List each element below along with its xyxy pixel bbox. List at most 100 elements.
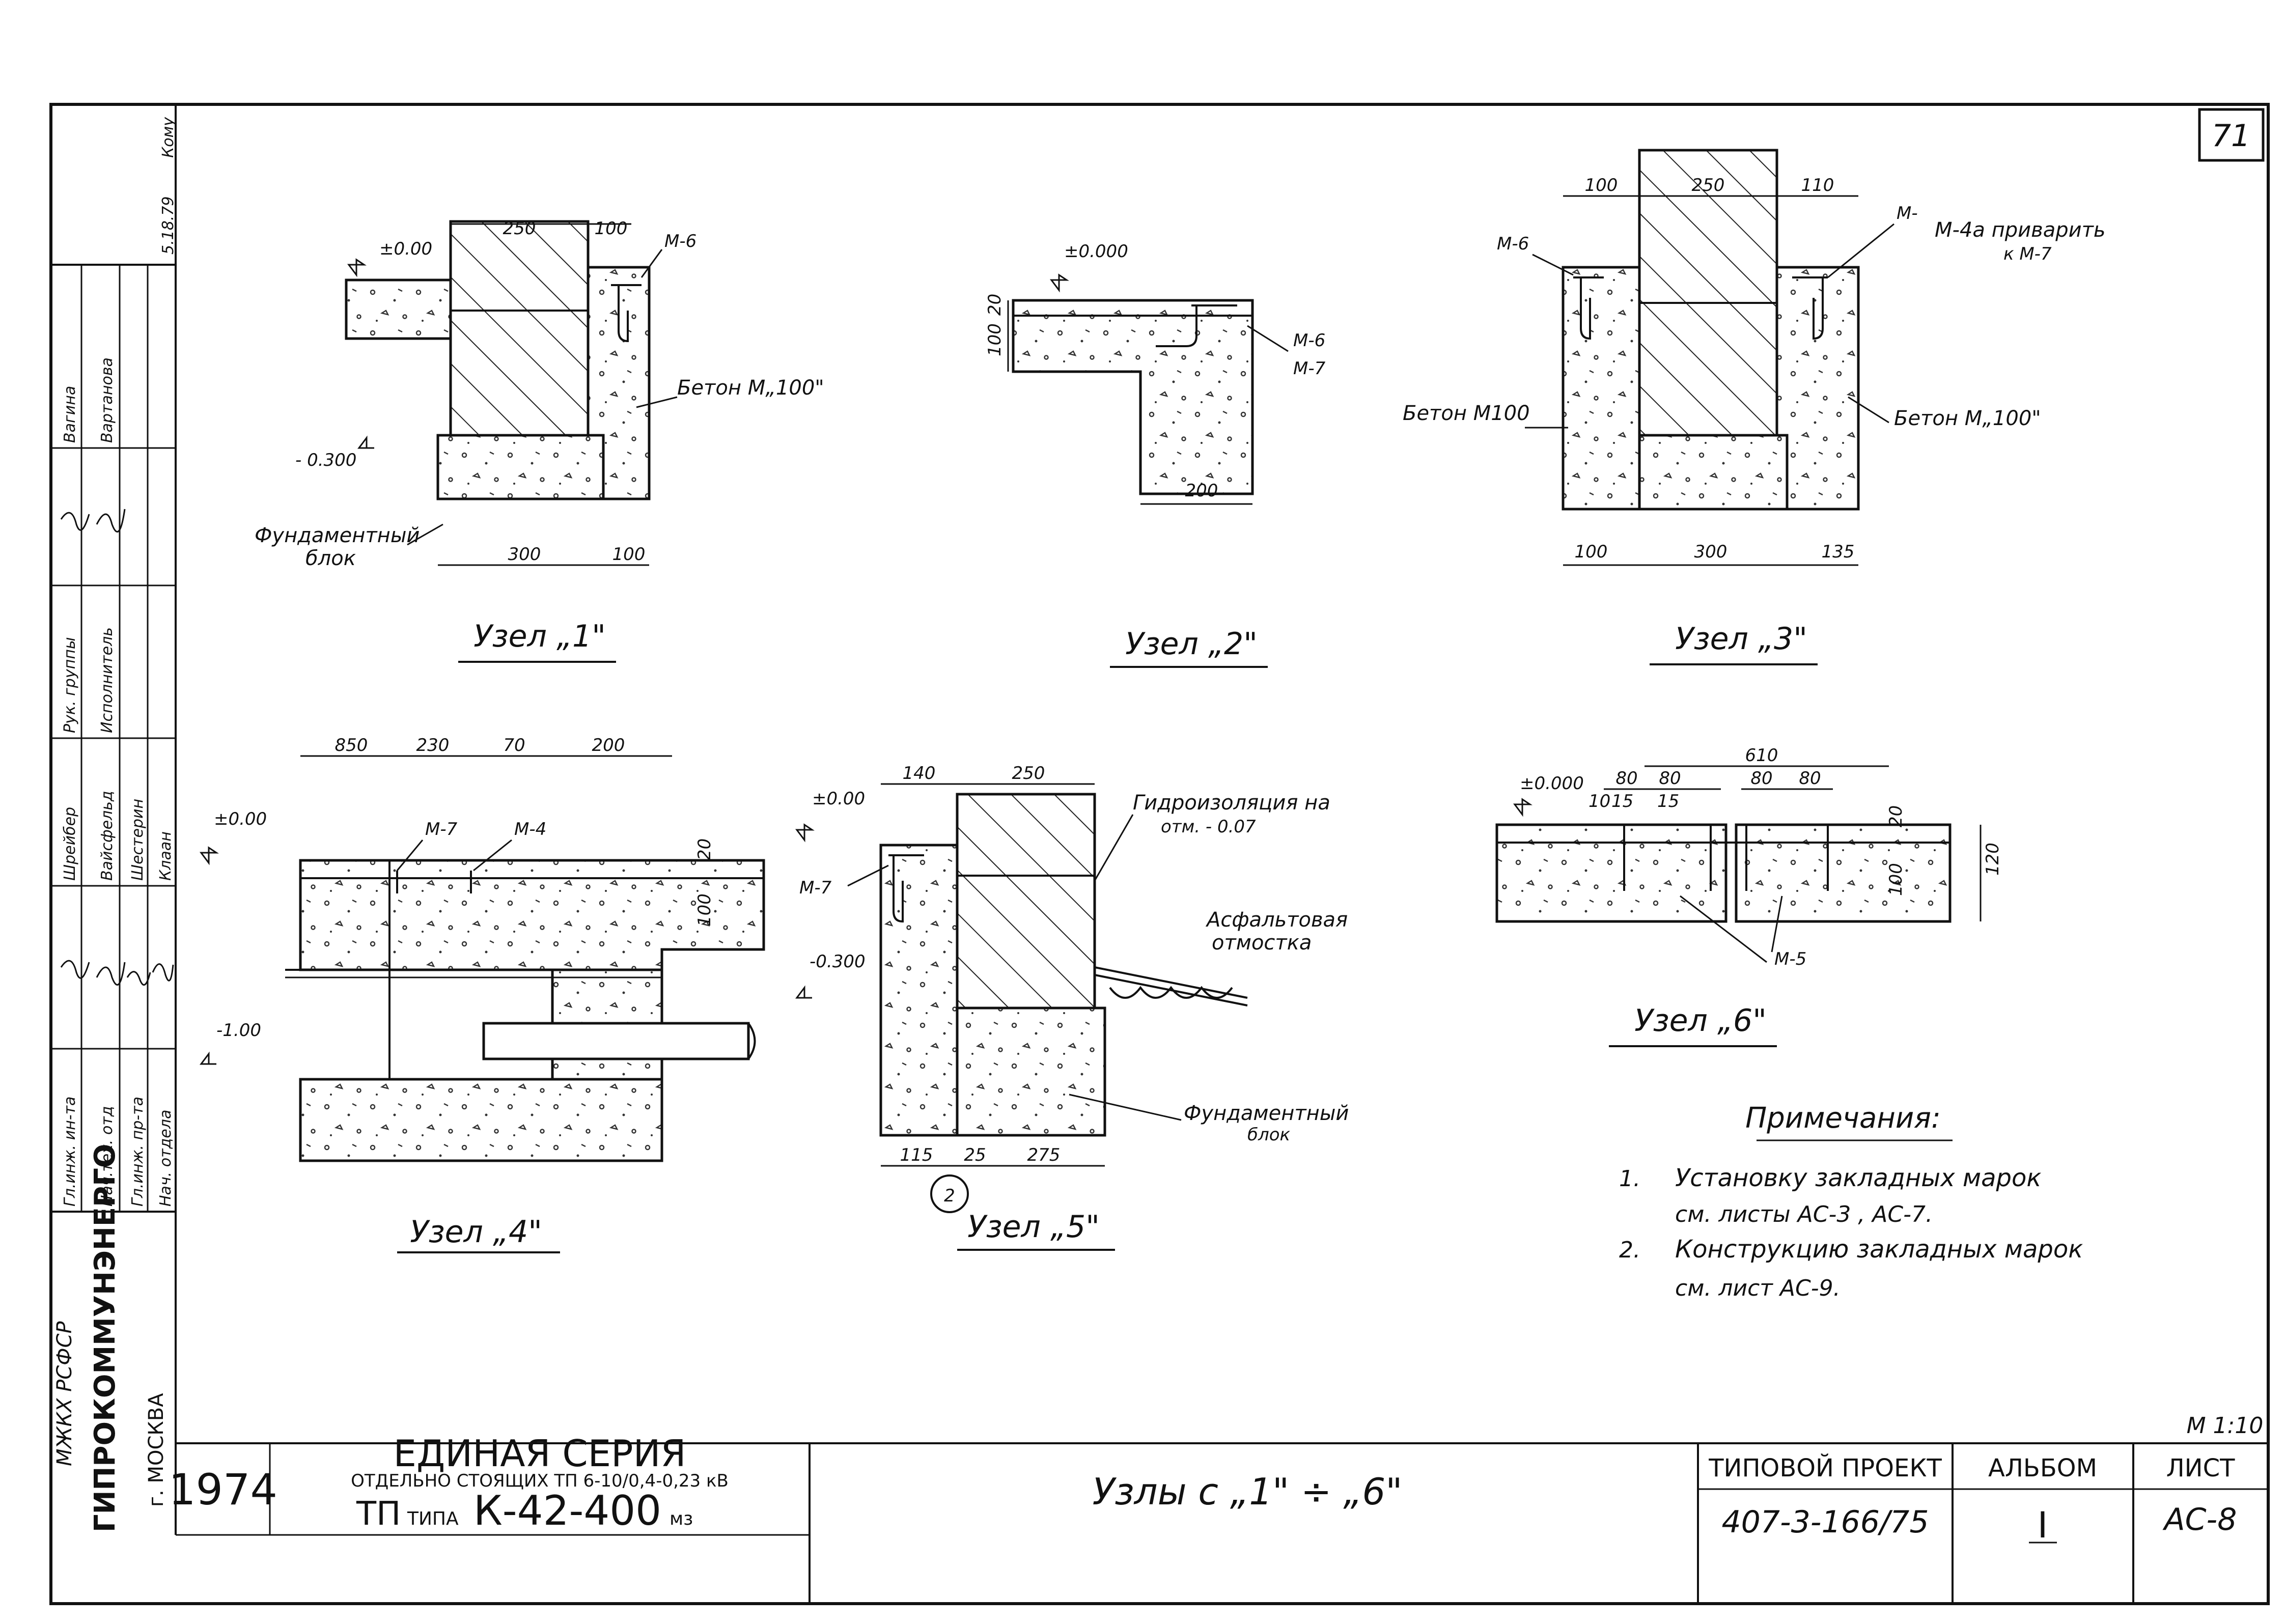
node-1-dim-wall: 250	[503, 218, 536, 239]
node-5-title: Узел „5"	[967, 1209, 1100, 1245]
name-shreiber: Шрейбер	[61, 807, 79, 881]
role-tech-dept-head: Нач.тех. отд	[98, 1106, 116, 1207]
node-6-dim-100: 100	[1886, 863, 1906, 896]
node-5-asphalt-2: отмостка	[1212, 931, 1312, 955]
node-5-axis-marker	[930, 1174, 969, 1213]
node-2-slab	[1012, 299, 1254, 495]
note-1-line-2: см. листы АС-3 , АС-7.	[1675, 1201, 1933, 1227]
tp-designation: ТП ТИПА К-42-400 мз	[356, 1487, 693, 1534]
node-4-title: Узел „4"	[410, 1214, 542, 1250]
node-3-foundation-block	[1638, 434, 1789, 511]
node-3-dim-top-left: 100	[1585, 175, 1618, 195]
node-3-concrete-right: Бетон М„100"	[1894, 407, 2041, 430]
node-3-dim-top-right: 110	[1801, 175, 1834, 195]
scale: М 1:10	[2187, 1413, 2264, 1439]
role-chief-engineer: Гл.инж. ин-та	[61, 1097, 79, 1207]
name-vaisfeld: Вайсфельд	[98, 791, 116, 881]
sheet-code: АС-8	[2162, 1502, 2237, 1537]
tp-code: К-42-400	[473, 1487, 661, 1534]
node-3-fill-left	[1562, 266, 1641, 511]
node-3-dim-top-wall: 250	[1692, 175, 1725, 195]
node-6-slab-right	[1735, 823, 1952, 923]
node-4-mark-m4: М-4	[514, 819, 546, 839]
node-4-dim-230: 230	[416, 735, 450, 755]
node-3: 100 250 110 100 300 135 М-6 М- М-4а прив…	[1403, 149, 2106, 665]
note-2-line-1: Конструкцию закладных марок	[1675, 1235, 2083, 1264]
node-6-dim-80-a: 80	[1615, 768, 1637, 789]
name-klaan: Клаан	[157, 831, 175, 881]
node-6-title: Узел „6"	[1634, 1003, 1767, 1039]
node-6-level: ±0.000	[1520, 773, 1584, 794]
notes-heading: Примечания:	[1745, 1102, 1941, 1135]
node-5: 140 250 115 25 275 2 ±0.00 -0.300 М-7 Ги…	[795, 763, 1349, 1251]
node-1-level-bottom: - 0.300	[295, 450, 356, 470]
node-1-wall	[449, 220, 590, 437]
name-vartanova: Вартанова	[98, 357, 116, 443]
node-2-anchor	[1156, 304, 1237, 347]
tp-prefix: ТП	[356, 1495, 401, 1533]
node-5-mark: М-7	[799, 878, 832, 898]
node-5-dim-140: 140	[903, 763, 936, 783]
node-1-block-note-1: Фундаментный	[255, 524, 420, 547]
node-1-dim-fill: 100	[595, 218, 628, 239]
node-5-axis: 2	[944, 1186, 955, 1206]
note-1-line-1: Установку закладных марок	[1675, 1164, 2041, 1192]
sheet-label: ЛИСТ	[2166, 1454, 2236, 1482]
node-1-title: Узел „1"	[473, 619, 606, 654]
node-4-dim-200: 200	[592, 735, 625, 755]
node-5-dim-275: 275	[1027, 1145, 1061, 1165]
node-2-dim-slab: 100	[985, 323, 1005, 356]
node-5-dim-25: 25	[964, 1145, 986, 1165]
role-dept-head: Нач. отдела	[157, 1110, 175, 1207]
node-4-mark-m7: М-7	[425, 819, 458, 839]
role-project-chief: Гл.инж. пр-та	[129, 1097, 147, 1207]
role-group-lead: Рук. группы	[61, 637, 79, 733]
node-3-wall	[1638, 149, 1778, 437]
node-5-dim-250: 250	[1012, 763, 1045, 783]
node-2-mark-2: М-7	[1293, 358, 1326, 379]
node-2-dim-top: 20	[985, 294, 1005, 316]
year: 1974	[169, 1465, 277, 1515]
node-5-fill	[879, 844, 959, 1137]
node-3-concrete-left: Бетон М100	[1403, 402, 1530, 425]
node-4-dim-20: 20	[694, 838, 715, 860]
node-4-dim-70: 70	[503, 735, 525, 755]
node-2-title: Узел „2"	[1125, 626, 1258, 662]
notes: Примечания: 1. Установку закладных марок…	[1619, 1102, 2083, 1301]
node-2: ±0.000 20 100 200 М-6 М-7 Узел „2"	[985, 241, 1326, 668]
node-6-dim-15-b: 15	[1657, 791, 1679, 811]
name-shesterin: Шестерин	[129, 799, 147, 881]
node-6-dim-15-a: 15	[1611, 791, 1633, 811]
tp-suffix: мз	[670, 1508, 693, 1529]
node-1-floor-slab	[345, 278, 452, 340]
node-4-level-top: ±0.00	[214, 809, 267, 829]
node-5-waterproof-1: Гидроизоляция на	[1133, 791, 1330, 815]
project-code: 407-3-166/75	[1721, 1504, 1929, 1540]
node-6-dim-80-c: 80	[1750, 768, 1772, 789]
node-6-dim-10: 10	[1589, 791, 1610, 811]
node-4-foundation	[299, 1078, 663, 1162]
node-5-foundation	[956, 1006, 1106, 1137]
node-5-level-top: ±0.00	[812, 789, 865, 809]
node-2-mark-1: М-6	[1293, 330, 1325, 351]
node-1-dim-block: 300	[508, 544, 541, 565]
frame	[49, 103, 2270, 1605]
node-6-dim-20: 20	[1886, 805, 1906, 827]
node-3-title: Узел „3"	[1675, 621, 1807, 657]
title-block: М 1:10 1974 ЕДИНАЯ СЕРИЯ ОТДЕЛЬНО СТОЯЩИ…	[169, 1413, 2268, 1604]
note-2-num: 2.	[1619, 1237, 1640, 1263]
node-5-level-bottom: -0.300	[810, 951, 866, 972]
sheet-number: 71	[2212, 118, 2250, 154]
node-1-anchor-m6	[611, 284, 642, 343]
node-1-mark: М-6	[664, 231, 696, 251]
node-1-level-top: ±0.00	[379, 239, 432, 259]
sheet-number-box: 71	[2198, 108, 2265, 162]
node-4-pipe	[482, 1022, 750, 1060]
note-1-num: 1.	[1619, 1166, 1640, 1192]
node-1: 250 100 300 100 ±0.00 - 0.300 М-6 Бетон …	[255, 218, 824, 663]
node-1-dim-right: 100	[612, 544, 646, 565]
node-3-fill-right	[1775, 266, 1860, 511]
node-6-dim-80-b: 80	[1659, 768, 1681, 789]
node-3-weld-note-2: к М-7	[2003, 244, 2052, 264]
